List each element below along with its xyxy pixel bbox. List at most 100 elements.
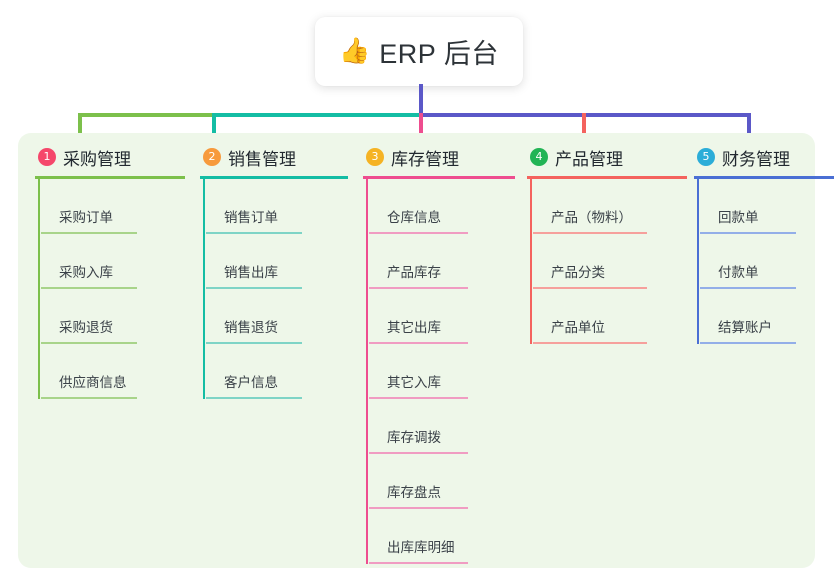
leaf-node-underline — [41, 287, 137, 289]
leaf-node-label: 其它出库 — [387, 320, 441, 335]
branch-number-badge: 2 — [203, 148, 221, 166]
leaf-node[interactable]: 其它入库 — [366, 344, 515, 399]
branch-drop-2 — [212, 113, 216, 151]
leaf-node[interactable]: 客户信息 — [203, 344, 348, 399]
leaf-node[interactable]: 库存调拨 — [366, 399, 515, 454]
branch-column-4: 4 产品管理产品（物料） 产品分类产品单位 — [527, 143, 687, 344]
branch-header-4[interactable]: 4 产品管理 — [527, 143, 687, 171]
leaf-node-label: 结算账户 — [718, 320, 772, 335]
root-node-title: ERP 后台 — [379, 39, 499, 69]
leaf-list: 销售订单销售出库销售退货客户信息 — [200, 179, 348, 399]
leaf-node[interactable]: 库存盘点 — [366, 454, 515, 509]
leaf-node[interactable]: 仓库信息 — [366, 179, 515, 234]
leaf-node-label: 回款单 — [718, 210, 759, 225]
leaf-node-label: 付款单 — [718, 265, 759, 280]
leaf-node[interactable]: 销售出库 — [203, 234, 348, 289]
branch-column-2: 2 销售管理销售订单销售出库销售退货客户信息 — [200, 143, 348, 399]
leaf-node-label: 销售退货 — [224, 320, 278, 335]
leaf-node[interactable]: 产品单位 — [530, 289, 687, 344]
branch-header-2[interactable]: 2 销售管理 — [200, 143, 348, 171]
leaf-node-underline — [700, 232, 796, 234]
leaf-node[interactable]: 结算账户 — [697, 289, 834, 344]
leaf-node-label: 采购退货 — [59, 320, 113, 335]
leaf-node[interactable]: 回款单 — [697, 179, 834, 234]
leaf-node[interactable]: 销售退货 — [203, 289, 348, 344]
branch-number-badge: 1 — [38, 148, 56, 166]
branch-title: 销售管理 — [228, 149, 296, 169]
leaf-node-label: 产品（物料） — [551, 210, 632, 225]
leaf-node-label: 销售订单 — [224, 210, 278, 225]
leaf-list: 回款单付款单结算账户 — [694, 179, 834, 344]
bus-segment-green — [78, 113, 214, 117]
branch-header-underline — [35, 176, 185, 179]
branch-drop-1 — [78, 113, 82, 151]
branch-header-underline — [527, 176, 687, 179]
leaf-node[interactable]: 采购订单 — [38, 179, 185, 234]
leaf-node-label: 产品库存 — [387, 265, 441, 280]
leaf-node-label: 产品单位 — [551, 320, 605, 335]
branch-number-badge: 5 — [697, 148, 715, 166]
leaf-node-underline — [206, 232, 302, 234]
branch-title: 采购管理 — [63, 149, 131, 169]
leaf-node-label: 库存调拨 — [387, 430, 441, 445]
leaf-node-label: 供应商信息 — [59, 375, 127, 390]
leaf-node-underline — [369, 507, 468, 509]
branch-title: 产品管理 — [555, 149, 623, 169]
leaf-node-underline — [369, 287, 468, 289]
branch-drop-5 — [747, 113, 751, 151]
leaf-node[interactable]: 出库库明细 — [366, 509, 515, 564]
leaf-node[interactable]: 供应商信息 — [38, 344, 185, 399]
leaf-spine-connector — [38, 179, 40, 399]
leaf-node-label: 仓库信息 — [387, 210, 441, 225]
leaf-node[interactable]: 付款单 — [697, 234, 834, 289]
thumbs-up-icon: 👍 — [339, 37, 371, 65]
leaf-list: 产品（物料） 产品分类产品单位 — [527, 179, 687, 344]
leaf-node-label: 客户信息 — [224, 375, 278, 390]
leaf-node[interactable]: 采购退货 — [38, 289, 185, 344]
leaf-node-label: 出库库明细 — [387, 540, 455, 555]
leaf-node-underline — [369, 342, 468, 344]
leaf-spine-connector — [203, 179, 205, 399]
branch-drop-4 — [582, 113, 586, 151]
leaf-spine-connector — [366, 179, 368, 564]
branch-header-underline — [200, 176, 348, 179]
branch-number-badge: 4 — [530, 148, 548, 166]
branch-header-1[interactable]: 1 采购管理 — [35, 143, 185, 171]
leaf-node[interactable]: 产品（物料） — [530, 179, 687, 234]
leaf-node-underline — [533, 232, 647, 234]
leaf-node-underline — [369, 452, 468, 454]
leaf-node-label: 其它入库 — [387, 375, 441, 390]
leaf-node-label: 采购入库 — [59, 265, 113, 280]
leaf-node[interactable]: 采购入库 — [38, 234, 185, 289]
root-stem-connector — [419, 84, 423, 114]
leaf-node-underline — [369, 397, 468, 399]
leaf-node-underline — [41, 342, 137, 344]
branch-column-1: 1 采购管理采购订单采购入库采购退货供应商信息 — [35, 143, 185, 399]
leaf-list: 采购订单采购入库采购退货供应商信息 — [35, 179, 185, 399]
leaf-node[interactable]: 产品分类 — [530, 234, 687, 289]
leaf-node[interactable]: 其它出库 — [366, 289, 515, 344]
leaf-node-underline — [206, 287, 302, 289]
leaf-node-label: 产品分类 — [551, 265, 605, 280]
leaf-node-underline — [700, 287, 796, 289]
leaf-node-label: 销售出库 — [224, 265, 278, 280]
branch-drop-3 — [419, 113, 423, 151]
leaf-node-underline — [41, 397, 137, 399]
leaf-node-underline — [700, 342, 796, 344]
leaf-node[interactable]: 产品库存 — [366, 234, 515, 289]
leaf-node-underline — [41, 232, 137, 234]
leaf-node-underline — [206, 397, 302, 399]
branch-header-underline — [694, 176, 834, 179]
leaf-node[interactable]: 销售订单 — [203, 179, 348, 234]
leaf-node-underline — [533, 342, 647, 344]
leaf-list: 仓库信息产品库存其它出库其它入库库存调拨库存盘点出库库明细 — [363, 179, 515, 564]
leaf-node-underline — [533, 287, 647, 289]
leaf-spine-connector — [530, 179, 532, 344]
leaf-node-underline — [206, 342, 302, 344]
root-node-card[interactable]: 👍 ERP 后台 — [315, 17, 523, 86]
